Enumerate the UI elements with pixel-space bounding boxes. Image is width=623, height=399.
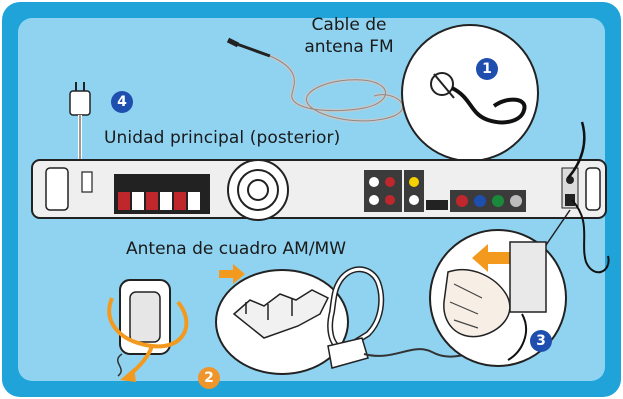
am-antenna-folded [107,279,189,382]
am-cable-route [571,199,610,274]
unfold-arrow [219,264,245,284]
fm-cable-label: Cable de antena FM [304,15,394,57]
am-antenna-label: Antena de cuadro AM/MW [126,239,347,259]
step-3-badge: 3 [530,330,552,352]
main-unit-label: Unidad principal (posterior) [104,128,341,148]
antenna-base-zoom [215,269,349,375]
am-jack-zoom-circle [429,209,571,367]
step-1-badge: 1 [476,58,498,80]
step-4-badge: 4 [111,91,133,113]
fm-cable-route [567,121,586,179]
am-antenna-assembled [327,266,535,369]
main-unit-rear [31,159,607,221]
step-2-badge: 2 [198,367,220,389]
fm-cable-illustration [226,37,405,123]
